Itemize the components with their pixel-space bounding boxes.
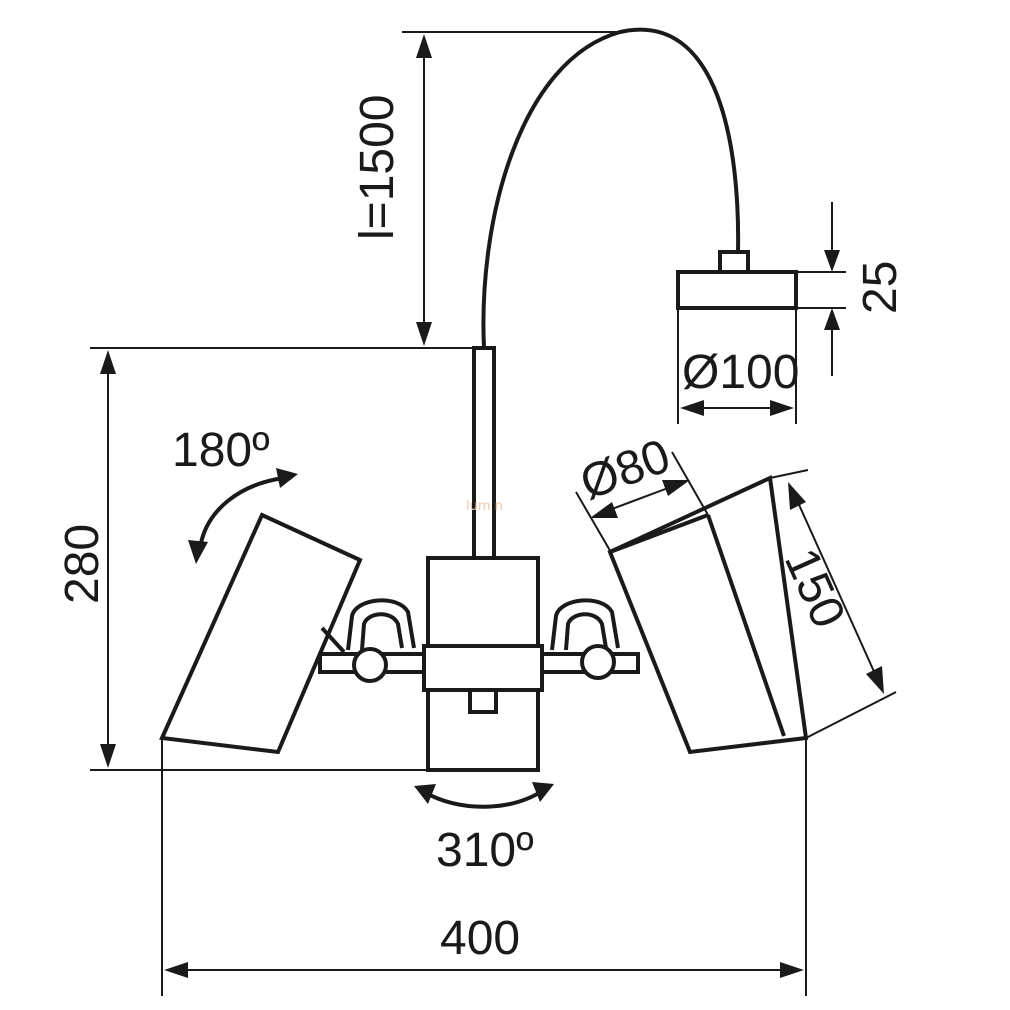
left-spot-head — [159, 512, 363, 755]
canopy-connector — [718, 250, 750, 274]
right-joint-knob — [580, 644, 616, 680]
rotation-arrow-spot — [198, 476, 285, 549]
height-label: 280 — [56, 524, 109, 604]
central-hub — [422, 644, 544, 692]
left-bracket — [346, 598, 416, 651]
spot-length-line — [795, 497, 877, 677]
spot-diameter-line — [603, 484, 677, 513]
rotation-spot-label: 180º — [172, 424, 270, 477]
width-label: 400 — [440, 912, 520, 965]
cable-length-label: l=1500 — [351, 95, 404, 240]
left-joint-knob — [352, 647, 388, 683]
canopy-body — [676, 270, 798, 310]
right-bracket — [550, 598, 620, 651]
rotation-base-label: 310º — [436, 824, 534, 877]
canopy-height-label: 25 — [854, 261, 907, 314]
rotation-arrow-base — [423, 788, 546, 809]
canopy-diameter-label: Ø100 — [682, 346, 799, 399]
hub-pin — [468, 688, 498, 714]
watermark-text: lum n — [466, 499, 503, 514]
spot-diameter-label: Ø80 — [574, 429, 677, 510]
